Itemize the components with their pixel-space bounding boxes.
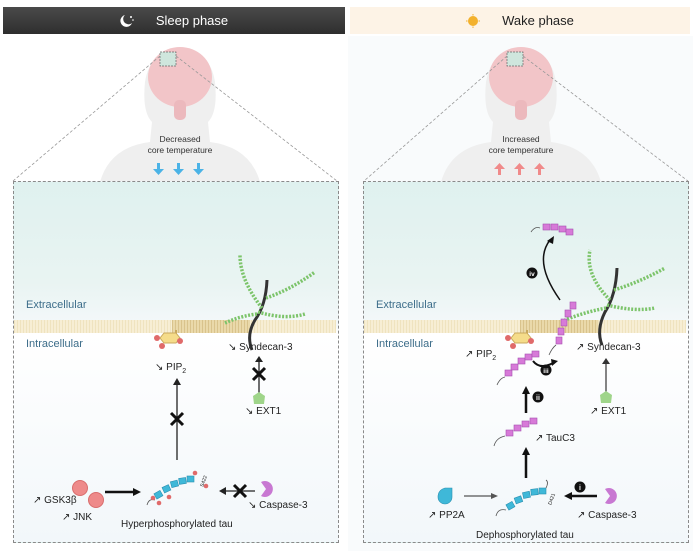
sleep-syndecan-label: ↘ Syndecan-3 bbox=[228, 342, 293, 353]
heparan-sulfate-chains bbox=[224, 254, 317, 325]
up-arrow-icon bbox=[514, 163, 525, 175]
arrow-kinases-to-tau bbox=[105, 488, 141, 496]
sleep-phase-title: Sleep phase bbox=[155, 13, 229, 28]
wake-membrane-protein bbox=[520, 320, 598, 333]
wake-tau-label: Dephosphorylated tau bbox=[476, 530, 574, 541]
moon-icon bbox=[120, 14, 134, 28]
arrow-pp2a-to-tau bbox=[464, 493, 498, 499]
step-badge-iv: iv bbox=[526, 267, 538, 279]
sleep-membrane-protein bbox=[172, 320, 250, 333]
up-arrow-icon bbox=[494, 163, 505, 175]
zoom-region-marker bbox=[506, 51, 524, 67]
arrow-caspase-to-tau bbox=[564, 492, 597, 500]
wake-cell-box bbox=[363, 181, 689, 543]
phosphate-icon bbox=[528, 338, 534, 344]
svg-text:ii: ii bbox=[536, 395, 540, 402]
wake-temperature-line1: Increased bbox=[502, 134, 540, 144]
wake-ext1-icon bbox=[600, 391, 612, 403]
sleep-phase-header: Sleep phase bbox=[3, 7, 345, 34]
wake-head-illustration bbox=[441, 47, 601, 182]
down-arrow-icon bbox=[193, 163, 204, 175]
step-badge-iii: iii bbox=[540, 364, 552, 376]
wake-tau-protein: D421 bbox=[495, 479, 557, 517]
sleep-kinases bbox=[72, 480, 104, 508]
sleep-pip2-label: ↘ PIP2 bbox=[155, 362, 187, 375]
phosphate-icon bbox=[150, 470, 209, 506]
wake-temperature-line2: core temperature bbox=[488, 145, 554, 155]
svg-text:iii: iii bbox=[543, 368, 549, 375]
down-arrow-icon bbox=[153, 163, 164, 175]
wake-pp2a-icon bbox=[437, 487, 453, 505]
sleep-zoom-lines bbox=[12, 55, 338, 182]
wake-pip2-label: ↗ PIP2 bbox=[465, 349, 497, 362]
sleep-gsk3b-label: ↗ GSK3β bbox=[33, 495, 77, 506]
up-arrow-icon bbox=[534, 163, 545, 175]
tau-site-label: S422 bbox=[199, 475, 209, 488]
wake-extracellular-label: Extracellular bbox=[376, 299, 437, 311]
syndecan-core-protein bbox=[598, 267, 619, 346]
sleep-temperature-line1: Decreased bbox=[159, 134, 201, 144]
blocked-arrow-caspase-to-tau bbox=[219, 483, 255, 499]
wake-zoom-lines bbox=[363, 55, 689, 182]
wake-syndecan-label: ↗ Syndecan-3 bbox=[576, 342, 641, 353]
wake-syndecan-structure bbox=[564, 249, 666, 346]
phosphate-icon bbox=[505, 335, 511, 341]
sleep-intracellular-label: Intracellular bbox=[26, 338, 83, 350]
sleep-ext1-icon bbox=[253, 392, 265, 404]
arrow-iii-curve bbox=[532, 359, 558, 367]
sleep-tau-label: Hyperphosphorylated tau bbox=[121, 519, 233, 530]
wake-phase-title: Wake phase bbox=[502, 13, 574, 28]
membrane-bound-tauc3 bbox=[548, 301, 577, 356]
svg-text:i: i bbox=[579, 485, 581, 492]
heparan-sulfate-chains bbox=[564, 249, 666, 322]
sleep-head-illustration bbox=[100, 47, 260, 182]
sleep-extracellular-label: Extracellular bbox=[26, 299, 87, 311]
arrow-tauc3-to-pip2 bbox=[522, 386, 530, 413]
wake-temperature-label: Increased core temperature bbox=[461, 134, 581, 156]
arrow-tau-to-tauc3 bbox=[522, 447, 530, 478]
tau-site-label: D421 bbox=[547, 492, 557, 505]
wake-pip2-molecule bbox=[505, 330, 534, 349]
pip2-bound-tauc3 bbox=[496, 350, 540, 386]
sleep-ext1-label: ↘ EXT1 bbox=[245, 406, 282, 417]
blocked-arrow-ext1-to-syndecan bbox=[251, 356, 267, 395]
sleep-temperature-line2: core temperature bbox=[147, 145, 213, 155]
wake-caspase-icon bbox=[605, 488, 617, 504]
phosphate-icon bbox=[510, 343, 516, 349]
wake-ext1-label: ↗ EXT1 bbox=[590, 406, 627, 417]
jnk-icon bbox=[88, 492, 104, 508]
wake-tauc3-label: ↗ TauC3 bbox=[535, 433, 575, 444]
tauc3-protein bbox=[493, 417, 538, 447]
wake-caspase-label: ↗ Caspase-3 bbox=[577, 510, 637, 521]
sleep-temperature-arrows bbox=[153, 163, 204, 175]
phosphate-icon bbox=[154, 335, 160, 341]
sleep-jnk-label: ↗ JNK bbox=[62, 512, 93, 523]
phosphate-icon bbox=[159, 343, 165, 349]
sleep-temperature-label: Decreased core temperature bbox=[120, 134, 240, 156]
arrow-iv-release bbox=[542, 236, 561, 301]
wake-phase-header: Wake phase bbox=[350, 7, 690, 34]
sleep-pathway-arrows bbox=[105, 356, 267, 499]
sleep-syndecan-structure bbox=[224, 254, 317, 351]
sleep-caspase-label: ↘ Caspase-3 bbox=[248, 500, 308, 511]
released-tauc3 bbox=[530, 223, 574, 236]
wake-temperature-arrows bbox=[494, 163, 545, 175]
syndecan-core-protein bbox=[248, 279, 269, 351]
down-arrow-icon bbox=[173, 163, 184, 175]
step-badge-i: i bbox=[574, 481, 586, 493]
arrow-ext1-to-syndecan bbox=[602, 358, 610, 395]
gsk3b-icon bbox=[72, 480, 88, 496]
wake-intracellular-label: Intracellular bbox=[376, 338, 433, 350]
sleep-pip2-molecule bbox=[154, 330, 183, 349]
sleep-caspase-icon bbox=[261, 481, 273, 497]
zoom-region-marker bbox=[159, 51, 177, 67]
wake-pp2a-label: ↗ PP2A bbox=[428, 510, 465, 521]
sun-icon bbox=[466, 13, 481, 28]
blocked-arrow-tau-to-pip2 bbox=[169, 378, 185, 460]
svg-text:iv: iv bbox=[529, 271, 535, 278]
step-badge-ii: ii bbox=[532, 391, 544, 403]
sleep-tau-protein: S422 bbox=[146, 470, 209, 506]
phosphate-icon bbox=[177, 338, 183, 344]
